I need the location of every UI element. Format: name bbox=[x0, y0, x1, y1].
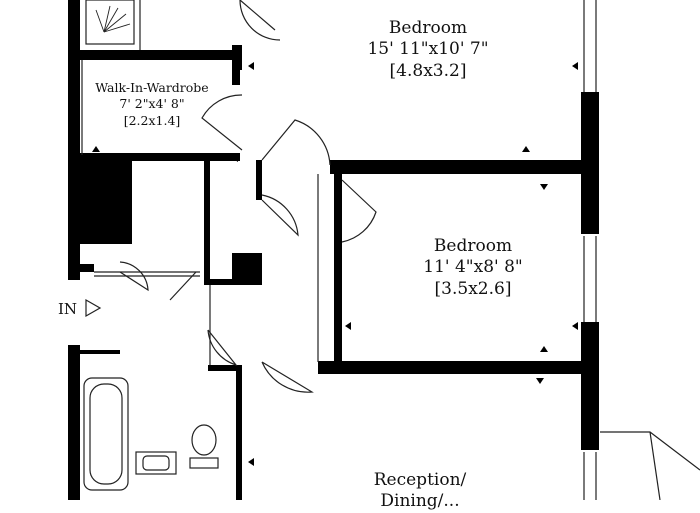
door-bathroom bbox=[207, 329, 238, 367]
door-wardrobe bbox=[201, 94, 243, 151]
room-imperial: 7' 2"x4' 8" bbox=[119, 96, 185, 112]
walls bbox=[68, 0, 599, 500]
room-name: Reception/ bbox=[373, 470, 467, 490]
wall-bed2-top bbox=[330, 160, 585, 174]
room-imperial: 15' 11"x10' 7" bbox=[367, 39, 489, 60]
wall-right-2 bbox=[581, 322, 599, 450]
entrance-label: IN bbox=[58, 300, 78, 318]
wall-cupboard-block bbox=[232, 253, 262, 285]
entrance-arrow-icon bbox=[85, 298, 102, 318]
wall-wardrobe-right-top bbox=[232, 45, 240, 85]
room-name: Walk-In-Wardrobe bbox=[95, 80, 209, 95]
wall-bed2-left bbox=[334, 174, 342, 362]
thin-lines bbox=[81, 0, 700, 500]
room-metric: [2.2x1.4] bbox=[123, 112, 181, 128]
shower-tray bbox=[85, 0, 135, 45]
room-metric: [4.8x3.2] bbox=[389, 60, 467, 81]
wall-right-1 bbox=[581, 92, 599, 234]
bathtub-inner bbox=[89, 383, 123, 485]
room-metric: [3.5x2.6] bbox=[434, 278, 512, 299]
wall-bed2-bottom bbox=[318, 361, 585, 374]
wall-bath-right bbox=[236, 365, 242, 500]
room-label-reception: Reception/ Dining/... bbox=[374, 470, 467, 513]
toilet-bowl bbox=[191, 424, 217, 456]
door-reception bbox=[261, 361, 314, 393]
wall-left-upper bbox=[68, 0, 80, 280]
basin bbox=[135, 451, 177, 475]
dimension-markers bbox=[92, 62, 578, 466]
wall-shower-bottom bbox=[80, 50, 240, 60]
door-bedroom2 bbox=[341, 179, 377, 243]
windows bbox=[583, 0, 597, 500]
wall-bath-right-top bbox=[208, 365, 242, 371]
door-hall bbox=[169, 271, 197, 301]
room-name-cont: Dining/... bbox=[380, 491, 460, 512]
shower-rose bbox=[95, 5, 131, 33]
wall-cupboard-left bbox=[204, 160, 210, 285]
wall-left-lower bbox=[68, 345, 80, 500]
door-shower bbox=[239, 0, 281, 41]
floor-plan bbox=[68, 0, 700, 500]
wall-bath-top bbox=[68, 345, 80, 353]
room-name: Bedroom bbox=[433, 236, 513, 256]
wall-block-left bbox=[80, 160, 132, 244]
wall-left-spur bbox=[80, 264, 94, 272]
room-label-bedroom-1: Bedroom 15' 11"x10' 7" [4.8x3.2] bbox=[367, 18, 488, 82]
toilet-cistern bbox=[189, 457, 219, 469]
wall-wardrobe-right bbox=[238, 45, 242, 70]
door-bedroom1 bbox=[261, 119, 331, 166]
bathtub bbox=[83, 377, 129, 491]
room-name: Bedroom bbox=[388, 18, 468, 38]
room-label-wardrobe: Walk-In-Wardrobe 7' 2"x4' 8" [2.2x1.4] bbox=[95, 80, 208, 129]
wall-wardrobe-bottom bbox=[80, 153, 240, 161]
door-cupboard bbox=[261, 194, 299, 237]
basin-bowl bbox=[142, 455, 170, 471]
wall-cupboard-right bbox=[256, 160, 262, 200]
wall-bath-top-line bbox=[80, 350, 120, 354]
balcony bbox=[600, 431, 700, 500]
room-label-bedroom-2: Bedroom 11' 4"x8' 8" [3.5x2.6] bbox=[423, 236, 522, 300]
room-imperial: 11' 4"x8' 8" bbox=[423, 257, 523, 278]
